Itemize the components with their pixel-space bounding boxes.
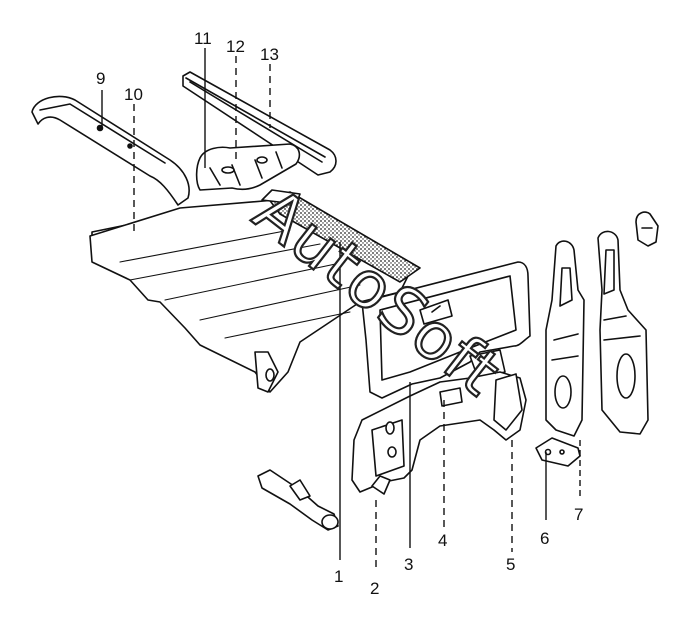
callout-9: 9 xyxy=(96,69,105,88)
callout-3: 3 xyxy=(404,555,413,574)
callout-10: 10 xyxy=(124,85,143,104)
callout-12: 12 xyxy=(226,37,245,56)
part-9-roof-rail xyxy=(31,95,190,206)
callout-1: 1 xyxy=(334,567,343,586)
wheel-arch-assembly xyxy=(351,371,527,495)
rear-pillar-outer xyxy=(597,230,649,435)
part-6-small-bracket xyxy=(535,437,581,467)
callout-4: 4 xyxy=(438,531,447,550)
callout-6: 6 xyxy=(540,529,549,548)
rear-side-panel xyxy=(361,261,531,399)
tow-pin-part xyxy=(257,469,339,531)
part-11-12-bracket xyxy=(195,143,301,191)
part-7-rear-pillar-inner xyxy=(545,240,585,437)
callout-7: 7 xyxy=(574,505,583,524)
callout-5: 5 xyxy=(506,555,515,574)
part-1-seal-strip xyxy=(261,189,421,283)
callout-2: 2 xyxy=(370,579,379,598)
pillar-cap xyxy=(635,211,659,247)
callout-13: 13 xyxy=(260,45,279,64)
callout-11: 11 xyxy=(194,29,212,48)
